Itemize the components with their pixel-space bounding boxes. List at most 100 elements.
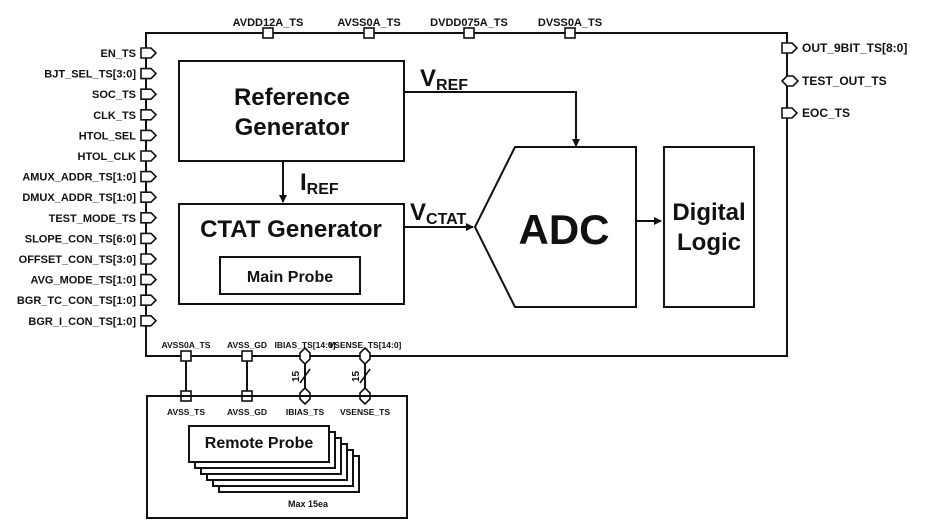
vref-wire <box>404 91 580 147</box>
ctat-generator-block: CTAT Generator Main Probe <box>178 203 405 305</box>
output-port-icon <box>781 107 799 119</box>
input-port-icon <box>140 109 158 121</box>
left-pin-label: EN_TS <box>101 48 136 60</box>
left-pin-soc-ts: SOC_TS <box>92 88 158 101</box>
pad-square-icon <box>463 27 475 39</box>
left-pin-offset-con-ts: OFFSET_CON_TS[3:0] <box>19 253 158 266</box>
left-pin-label: SLOPE_CON_TS[6:0] <box>25 233 137 245</box>
remote-pin-label: VSENSE_TS <box>340 407 390 417</box>
remote-pin-label: AVSS_GD <box>227 407 267 417</box>
left-pin-amux-addr-ts: AMUX_ADDR_TS[1:0] <box>22 170 158 184</box>
top-pin-label: DVDD075A_TS <box>430 17 508 29</box>
right-pin-label: TEST_OUT_TS <box>802 74 887 88</box>
input-port-icon <box>140 253 158 265</box>
left-pin-avg-mode-ts: AVG_MODE_TS[1:0] <box>30 273 158 287</box>
reference-generator-block: Reference Generator <box>178 60 405 162</box>
remote-pin-label: IBIAS_TS <box>286 407 325 417</box>
reference-generator-label-line2: Generator <box>235 114 350 141</box>
reference-generator-label-line1: Reference <box>234 84 350 111</box>
right-pin-eoc-ts: EOC_TS <box>781 106 850 120</box>
left-pin-bgr-i-con-ts: BGR_I_CON_TS[1:0] <box>28 315 158 328</box>
bus-width-label: 15 <box>291 370 302 382</box>
top-pin-dvdd075a-ts: DVDD075A_TS <box>430 17 508 39</box>
main-probe-block <box>219 256 361 295</box>
top-pin-label: AVSS0A_TS <box>337 17 400 29</box>
pad-square-icon <box>180 350 192 362</box>
adc-block: ADC <box>473 146 637 308</box>
left-pin-label: HTOL_SEL <box>79 130 137 142</box>
input-port-icon <box>140 232 158 245</box>
right-pin-out-9bit-ts: OUT_9BIT_TS[8:0] <box>781 41 907 55</box>
bus-slash-icon <box>299 368 311 384</box>
remote-pin-label: AVSS_TS <box>167 407 205 417</box>
input-port-icon <box>140 88 158 100</box>
pad-square-icon <box>363 27 375 39</box>
left-pin-label: AMUX_ADDR_TS[1:0] <box>22 172 136 184</box>
top-pin-avss0a-ts: AVSS0A_TS <box>337 17 401 39</box>
left-pin-bjt-sel-ts: BJT_SEL_TS[3:0] <box>44 67 158 81</box>
pad-square-icon <box>564 27 576 39</box>
left-pin-label: BGR_I_CON_TS[1:0] <box>28 316 136 328</box>
remote-probe-stack <box>188 425 360 493</box>
input-port-icon <box>140 67 158 80</box>
right-pin-label: OUT_9BIT_TS[8:0] <box>802 41 907 55</box>
left-pin-clk-ts: CLK_TS <box>93 109 158 122</box>
vctat-label: VCTAT <box>410 199 467 228</box>
left-pin-label: OFFSET_CON_TS[3:0] <box>19 254 137 266</box>
right-output-pins: OUT_9BIT_TS[8:0] TEST_OUT_TS EOC_TS <box>780 41 907 120</box>
remote-probe-label: Remote Probe <box>205 435 314 452</box>
left-pin-test-mode-ts: TEST_MODE_TS <box>49 212 158 225</box>
bus-port-icon <box>299 346 311 366</box>
left-pin-label: AVG_MODE_TS[1:0] <box>30 275 136 287</box>
vref-label: VREF <box>420 65 468 94</box>
bottom-pin-label: VSENSE_TS[14:0] <box>329 340 402 350</box>
input-port-icon <box>140 212 158 224</box>
remote-probe-container <box>146 395 408 519</box>
right-pin-test-out-ts: TEST_OUT_TS <box>780 74 887 88</box>
input-port-icon <box>140 129 158 142</box>
input-port-icon <box>140 191 158 203</box>
main-probe-label: Main Probe <box>247 269 333 286</box>
input-port-icon <box>140 47 158 59</box>
left-pin-label: BGR_TC_CON_TS[1:0] <box>17 295 137 307</box>
input-port-icon <box>140 294 158 306</box>
left-pin-label: CLK_TS <box>93 110 136 122</box>
bottom-pin-label: IBIAS_TS[14:0] <box>275 340 336 350</box>
output-port-icon <box>781 42 799 54</box>
top-pin-label: AVDD12A_TS <box>233 17 304 29</box>
pad-square-icon <box>262 27 274 39</box>
top-pin-dvss0a-ts: DVSS0A_TS <box>538 17 602 39</box>
digital-logic-label-line1: Digital <box>672 199 745 226</box>
input-port-icon <box>140 170 158 183</box>
bidirectional-port-icon <box>780 75 800 87</box>
top-pin-label: DVSS0A_TS <box>538 17 602 29</box>
right-pin-label: EOC_TS <box>802 106 850 120</box>
top-power-pins: AVDD12A_TS AVSS0A_TS DVDD075A_TS DVSS0A_TS <box>233 17 602 39</box>
remote-probe-card <box>188 425 330 463</box>
left-pin-label: HTOL_CLK <box>78 151 137 163</box>
left-pin-slope-con-ts: SLOPE_CON_TS[6:0] <box>25 232 158 245</box>
adc-label: ADC <box>519 206 610 253</box>
left-pin-htol-clk: HTOL_CLK <box>78 150 158 163</box>
bottom-pin-label: AVSS0A_TS <box>162 340 211 350</box>
remote-probe-count: Max 15ea <box>288 499 329 509</box>
iref-label: IREF <box>300 169 339 198</box>
left-pin-htol-sel: HTOL_SEL <box>79 129 158 142</box>
bus-port-icon <box>359 346 371 366</box>
input-port-icon <box>140 315 158 327</box>
bus-width-label: 15 <box>351 370 362 382</box>
pad-square-icon <box>241 350 253 362</box>
left-pin-label: DMUX_ADDR_TS[1:0] <box>22 192 136 204</box>
digital-logic-label-line2: Logic <box>677 229 741 256</box>
left-pin-bgr-tc-con-ts: BGR_TC_CON_TS[1:0] <box>17 294 158 307</box>
left-pin-dmux-addr-ts: DMUX_ADDR_TS[1:0] <box>22 191 158 204</box>
top-pin-avdd12a-ts: AVDD12A_TS <box>233 17 304 39</box>
left-pin-en-ts: EN_TS <box>101 47 158 60</box>
left-pin-label: SOC_TS <box>92 89 136 101</box>
bottom-pin-avss0a-ts: AVSS0A_TS AVSS_TS <box>162 340 211 417</box>
input-port-icon <box>140 150 158 162</box>
